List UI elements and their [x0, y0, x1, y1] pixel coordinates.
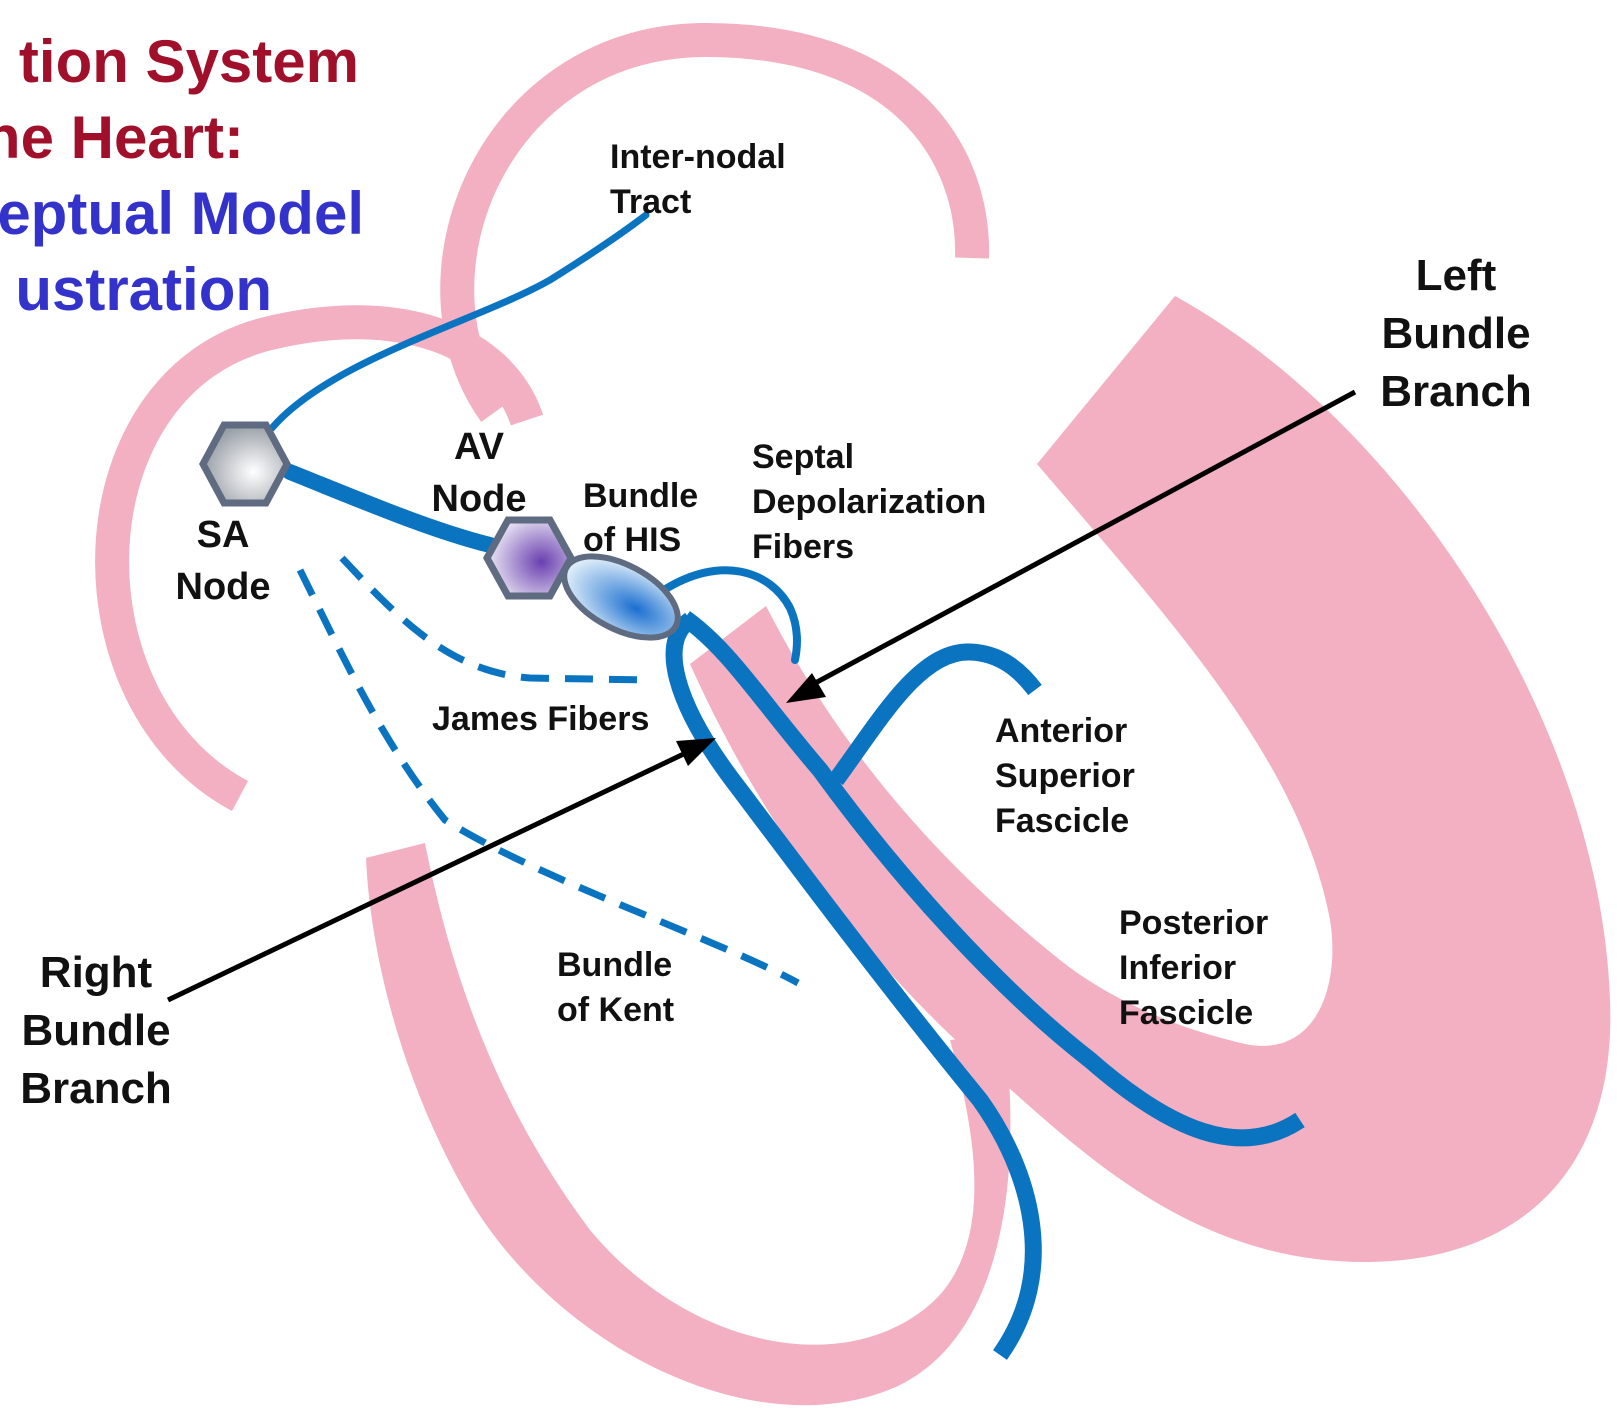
anterior-fascicle-label: Anterior Superior Fascicle [995, 712, 1135, 840]
posterior-label-line-2: Inferior [1119, 949, 1236, 987]
left-bundle-label-line-3: Branch [1380, 367, 1532, 416]
sa-node [203, 425, 287, 503]
posterior-label-line-3: Fascicle [1119, 994, 1253, 1032]
av-label-line-2: Node [432, 478, 527, 520]
title-line-4: ustration [15, 256, 272, 323]
sa-label-line-1: SA [197, 514, 250, 556]
av-node-label: AV Node [432, 426, 527, 520]
kent-label-line-2: of Kent [557, 991, 674, 1029]
left-bundle-label-line-1: Left [1416, 251, 1497, 300]
internodal-label-line-2: Tract [610, 183, 691, 221]
posterior-label-line-1: Posterior [1119, 904, 1268, 942]
posterior-fascicle-label: Posterior Inferior Fascicle [1119, 904, 1268, 1032]
left-bundle-label-line-2: Bundle [1381, 309, 1530, 358]
diagram-title: tion System he Heart: eptual Model ustra… [0, 28, 364, 323]
right-bundle-label-line-2: Bundle [21, 1006, 170, 1055]
right-bundle-branch-label: Right Bundle Branch [20, 948, 172, 1113]
james-label: James Fibers [432, 700, 649, 738]
right-bundle-label-line-3: Branch [20, 1064, 172, 1113]
right-bundle-label-line-1: Right [40, 948, 153, 997]
septal-label-line-1: Septal [752, 438, 854, 476]
av-node [487, 520, 571, 596]
sa-node-label: SA Node [176, 514, 271, 608]
left-atrium-wall [457, 40, 972, 412]
title-line-2: he Heart: [0, 104, 244, 171]
james-fibers-label: James Fibers [432, 700, 649, 738]
title-line-3: eptual Model [0, 180, 364, 247]
septal-fibers-label: Septal Depolarization Fibers [752, 438, 986, 566]
anterior-label-line-1: Anterior [995, 712, 1127, 750]
internodal-tract-label: Inter-nodal Tract [610, 138, 786, 221]
septal-label-line-3: Fibers [752, 528, 854, 566]
anterior-label-line-3: Fascicle [995, 802, 1129, 840]
title-line-1: tion System [19, 28, 359, 95]
internodal-label-line-1: Inter-nodal [610, 138, 786, 176]
septal-label-line-2: Depolarization [752, 483, 986, 521]
av-label-line-1: AV [454, 426, 505, 468]
left-bundle-branch-label: Left Bundle Branch [1380, 251, 1532, 416]
sa-label-line-2: Node [176, 566, 271, 608]
bundle-of-kent-label: Bundle of Kent [557, 946, 674, 1029]
bundle-of-his-label: Bundle of HIS [583, 477, 698, 559]
kent-label-line-1: Bundle [557, 946, 672, 984]
his-label-line-2: of HIS [583, 521, 681, 559]
anterior-label-line-2: Superior [995, 757, 1135, 795]
his-label-line-1: Bundle [583, 477, 698, 515]
